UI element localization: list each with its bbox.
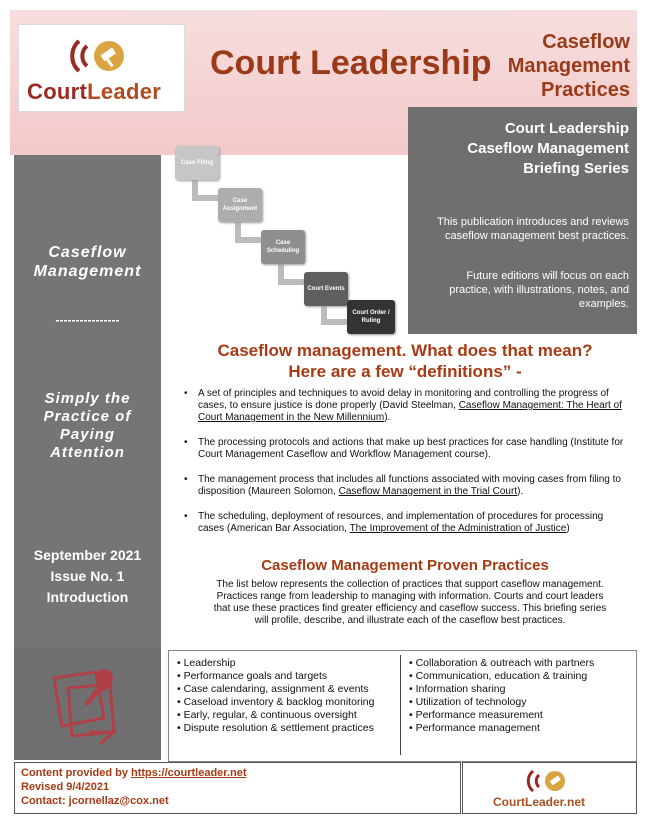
revised-date: Revised 9/4/2021 bbox=[21, 781, 110, 793]
citation-link[interactable]: Caseflow Management in the Trial Court bbox=[338, 486, 518, 497]
footer-logo-text: CourtLeader.net bbox=[493, 795, 586, 809]
practice-item: Performance management bbox=[409, 722, 594, 735]
practice-item: Caseload inventory & backlog monitoring bbox=[177, 696, 375, 709]
citation-link[interactable]: The Improvement of the Administration of… bbox=[349, 523, 567, 534]
practices-left-column: Leadership Performance goals and targets… bbox=[177, 657, 375, 735]
courtleader-logo: CourtLeader bbox=[18, 24, 185, 112]
left-sidebar: Caseflow Management ---------------- Sim… bbox=[14, 155, 161, 660]
practice-item: Leadership bbox=[177, 657, 374, 670]
flow-step-court-events: Court Events bbox=[304, 272, 348, 306]
column-divider bbox=[400, 655, 401, 755]
sidebar-heading: Caseflow Management bbox=[33, 244, 142, 280]
definition-item: A set of principles and techniques to av… bbox=[180, 388, 632, 424]
contact-email[interactable]: jcornellaz@cox.net bbox=[68, 795, 169, 807]
practice-item: Communication, education & training bbox=[409, 670, 594, 683]
sidebar-tagline: Simply the Practice of Paying Attention bbox=[43, 390, 132, 461]
practice-item: Information sharing bbox=[409, 683, 594, 696]
logo-wordmark: CourtLeader bbox=[27, 79, 162, 104]
flow-step-case-assignment: Case Assignment bbox=[218, 188, 262, 222]
notes-pin-icon-panel bbox=[14, 648, 161, 760]
practice-item: Dispute resolution & settlement practice… bbox=[177, 722, 374, 735]
gavel-sound-icon bbox=[70, 39, 124, 73]
citation-link[interactable]: Caseflow Management: The Heart of Court … bbox=[198, 400, 622, 423]
practices-right-column: Collaboration & outreach with partners C… bbox=[409, 657, 595, 735]
flow-step-court-order: Court Order / Ruling bbox=[347, 300, 395, 334]
definition-item: The processing protocols and actions tha… bbox=[180, 437, 632, 461]
process-flow-diagram: Case Filing Case Assignment Case Schedul… bbox=[175, 138, 405, 334]
practice-item: Early, regular, & continuous oversight bbox=[177, 709, 374, 722]
briefing-future-text: Future editions will focus on each pract… bbox=[449, 270, 629, 310]
briefing-series-title: Court Leadership Caseflow Management Bri… bbox=[467, 120, 629, 177]
proven-practices-intro: The list below represents the collection… bbox=[213, 579, 607, 626]
definition-item: The scheduling, deployment of resources,… bbox=[180, 511, 632, 535]
definitions-heading: Caseflow management. What does that mean… bbox=[217, 341, 593, 381]
practice-item: Utilization of technology bbox=[409, 696, 594, 709]
contact-line: Contact: jcornellaz@cox.net bbox=[21, 795, 169, 807]
briefing-series-panel: Court Leadership Caseflow Management Bri… bbox=[408, 107, 637, 334]
footer-logo: CourtLeader.net bbox=[462, 762, 637, 814]
pushpin-notes-icon bbox=[52, 669, 119, 746]
practice-item: Performance measurement bbox=[409, 709, 594, 722]
practice-item: Performance goals and targets bbox=[177, 670, 374, 683]
courtleader-link[interactable]: https://courtleader.net bbox=[131, 767, 247, 779]
header-banner: CourtLeader Court Leadership Caseflow Ma… bbox=[10, 10, 637, 155]
definition-item: The management process that includes all… bbox=[180, 474, 632, 498]
issue-info: September 2021 Issue No. 1 Introduction bbox=[33, 547, 142, 605]
flow-step-case-filing: Case Filing bbox=[175, 146, 219, 180]
practice-item: Case calendaring, assignment & events bbox=[177, 683, 374, 696]
footer-credits: Content provided by https://courtleader.… bbox=[14, 762, 461, 814]
page: CourtLeader Court Leadership Caseflow Ma… bbox=[10, 10, 637, 815]
flow-step-case-scheduling: Case Scheduling bbox=[261, 230, 305, 264]
definitions-list: A set of principles and techniques to av… bbox=[180, 388, 632, 548]
page-title: Court Leadership bbox=[210, 44, 492, 82]
content-credit: Content provided by https://courtleader.… bbox=[21, 767, 247, 779]
sidebar-divider: ---------------- bbox=[55, 313, 120, 327]
gavel-sound-icon bbox=[526, 769, 565, 793]
briefing-intro-text: This publication introduces and reviews … bbox=[437, 216, 629, 242]
proven-practices-heading: Caseflow Management Proven Practices bbox=[261, 557, 549, 574]
practices-list-box: Leadership Performance goals and targets… bbox=[168, 650, 637, 762]
header-subtitle: Caseflow Management Practices bbox=[507, 31, 630, 101]
practice-item: Collaboration & outreach with partners bbox=[409, 657, 595, 670]
